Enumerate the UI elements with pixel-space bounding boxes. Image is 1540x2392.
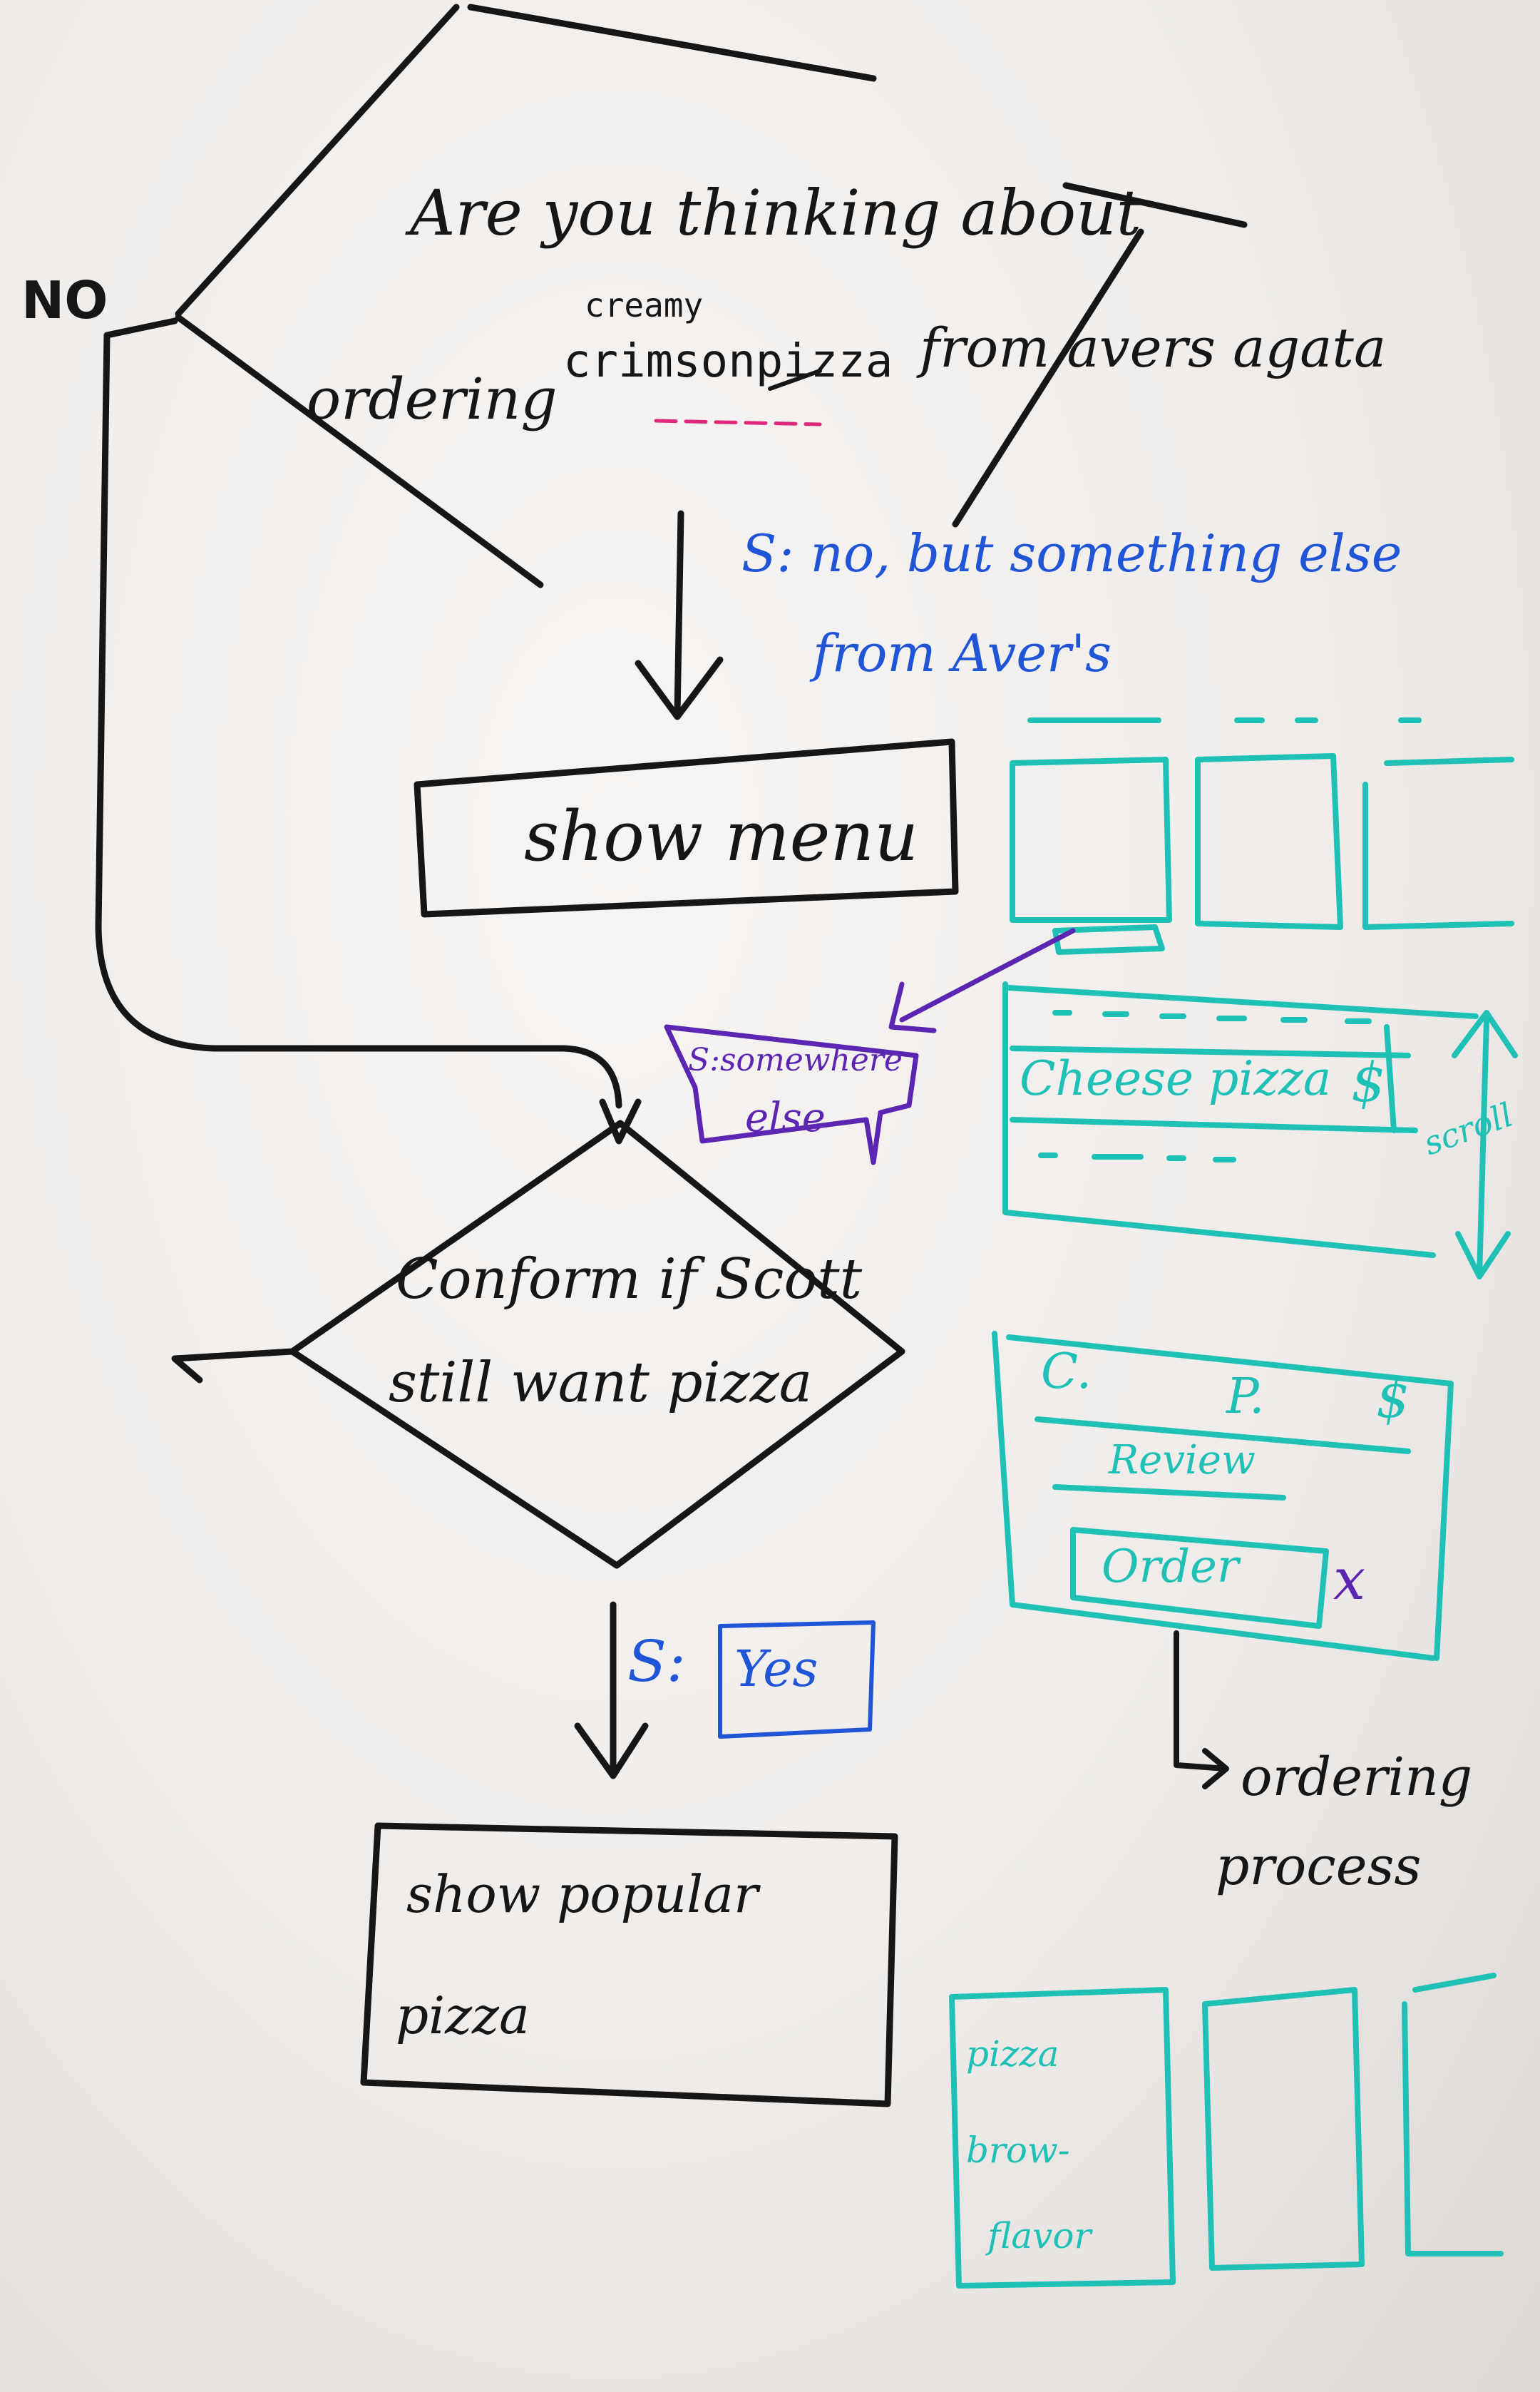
bottom-screen-2 <box>1202 1987 1365 2271</box>
question-line-2: ordering <box>307 366 558 432</box>
confirm-diamond <box>289 1120 905 1569</box>
menu-item-row-dashes <box>1038 1152 1236 1162</box>
screen-thumb-1 <box>1010 757 1172 923</box>
review-p-label: P. <box>1226 1369 1265 1425</box>
ordering-process-line-1: ordering <box>1241 1747 1473 1808</box>
speech-no-else-line-2: from Aver's <box>813 623 1112 683</box>
speech-no-else-line-1: S: no, but something else <box>741 523 1402 583</box>
speech-yes-answer: Yes <box>734 1640 818 1698</box>
ordering-process-line-2: process <box>1216 1836 1422 1897</box>
speech-somewhere-line-1: S:somewhere <box>688 1042 903 1078</box>
show-popular-line-2: pizza <box>396 1985 530 2045</box>
order-button-box <box>1070 1527 1329 1629</box>
show-menu-label: show menu <box>524 797 919 876</box>
show-popular-line-1: show popular <box>406 1864 759 1924</box>
review-c-label: C. <box>1041 1344 1092 1400</box>
menu-item-row-lines <box>1010 1024 1418 1133</box>
list-item-flavor: flavor <box>987 2215 1092 2256</box>
menu-screen-dashes <box>1052 1010 1372 1024</box>
screen-thumb-selected <box>1052 924 1165 955</box>
speech-yes-prefix: S: <box>627 1628 686 1695</box>
review-screen-frame <box>992 1331 1454 1661</box>
arrow-to-show-menu <box>635 510 724 720</box>
review-price: $ <box>1376 1369 1410 1430</box>
strike-through <box>768 369 822 391</box>
list-item-brow: brow- <box>966 2130 1070 2171</box>
no-path-arrowhead <box>599 1098 642 1145</box>
question-line-2-end: from avers agata <box>920 316 1387 379</box>
question-diamond <box>175 4 1144 588</box>
scroll-arrow <box>1452 1010 1518 1279</box>
list-screen <box>949 1987 1176 2289</box>
question-diamond-flag <box>1062 182 1248 228</box>
confirm-line-1: Conform if Scott <box>396 1247 863 1312</box>
menu-item-price: $ <box>1351 1051 1386 1114</box>
review-divider-lines <box>1035 1416 1411 1501</box>
screen-thumb-2 <box>1195 753 1343 930</box>
bottom-screen-3 <box>1402 1973 1504 2256</box>
menu-screen-frame <box>1002 981 1479 1258</box>
question-crossed-word: crimsonpizza <box>563 335 893 388</box>
review-label: Review <box>1109 1437 1256 1483</box>
no-path <box>95 317 622 1109</box>
confirm-side-line <box>171 1348 296 1384</box>
order-to-process-line <box>1174 1630 1229 1789</box>
question-line-1: Are you thinking about <box>410 176 1142 250</box>
show-popular-box <box>360 1822 898 2107</box>
review-close-icon[interactable]: x <box>1333 1546 1366 1612</box>
order-button[interactable]: Order <box>1102 1540 1239 1593</box>
screen-thumb-3 <box>1362 757 1514 930</box>
arrow-to-popular <box>574 1601 649 1779</box>
show-menu-box <box>414 738 959 918</box>
somewhere-bubble <box>664 1024 919 1165</box>
somewhere-arrow <box>888 928 1076 1033</box>
speech-somewhere-line-2: else <box>745 1095 826 1141</box>
question-inserted-word: creamy <box>585 286 704 324</box>
confirm-line-2: still want pizza <box>389 1351 813 1415</box>
list-item-pizza: pizza <box>966 2033 1059 2075</box>
yes-answer-box <box>718 1620 876 1739</box>
no-label: NO <box>21 270 108 330</box>
menu-item-name[interactable]: Cheese pizza <box>1020 1051 1332 1106</box>
pink-underline <box>654 419 822 426</box>
